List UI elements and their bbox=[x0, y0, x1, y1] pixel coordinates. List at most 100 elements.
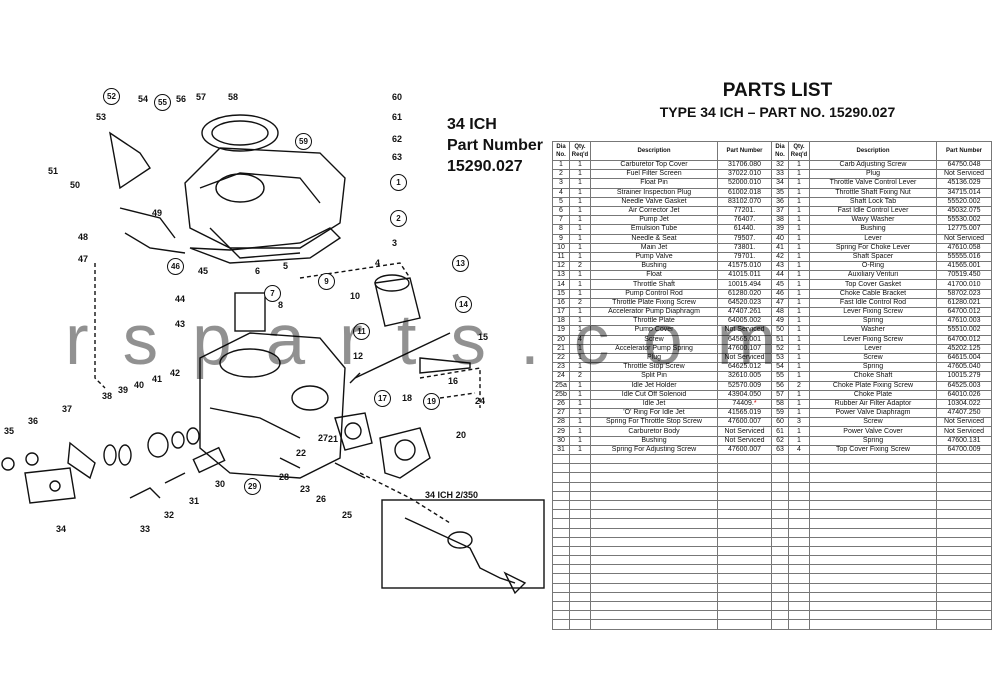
cell-part_number: 55520.002 bbox=[936, 196, 992, 207]
callout-47: 47 bbox=[78, 254, 89, 264]
header-qty: Qty. Req'd bbox=[788, 141, 810, 161]
callout-16: 16 bbox=[448, 376, 459, 386]
cell-qty: 1 bbox=[569, 343, 591, 354]
cell-part_number: 79701. bbox=[717, 251, 772, 263]
blank-cell bbox=[552, 573, 570, 584]
cell-qty: 1 bbox=[569, 398, 591, 410]
callout-62: 62 bbox=[392, 134, 403, 144]
blank-cell bbox=[569, 591, 591, 603]
cell-dia: 52 bbox=[771, 343, 789, 354]
cell-description: Emulsion Tube bbox=[590, 224, 718, 235]
callout-19: 19 bbox=[423, 393, 440, 410]
cell-part_number: 61280.020 bbox=[717, 288, 772, 299]
blank-cell bbox=[569, 509, 591, 520]
blank-cell bbox=[788, 555, 810, 566]
cell-qty: 1 bbox=[788, 343, 810, 354]
cell-qty: 1 bbox=[788, 288, 810, 299]
blank-cell bbox=[552, 463, 570, 474]
cell-description: Main Jet bbox=[590, 242, 718, 253]
blank-cell bbox=[788, 481, 810, 492]
cell-part_number: 41700.010 bbox=[936, 279, 992, 290]
blank-cell bbox=[552, 453, 570, 465]
cell-part_number: Not Serviced bbox=[717, 426, 772, 437]
cell-description: Bushing bbox=[590, 261, 718, 272]
callout-41: 41 bbox=[152, 374, 163, 384]
blank-cell bbox=[936, 555, 992, 566]
cell-dia: 59 bbox=[771, 408, 789, 419]
cell-part_number: 64525.003 bbox=[936, 380, 992, 391]
cell-qty: 1 bbox=[788, 196, 810, 207]
cell-description: Throttle Shaft bbox=[590, 279, 718, 290]
callout-7: 7 bbox=[264, 285, 281, 302]
cell-qty: 1 bbox=[569, 306, 591, 318]
cell-dia: 63 bbox=[771, 444, 789, 456]
blank-cell bbox=[936, 453, 992, 465]
callout-18: 18 bbox=[402, 393, 413, 403]
cell-dia: 51 bbox=[771, 334, 789, 345]
cell-qty: 2 bbox=[569, 297, 591, 309]
cell-description: Screw bbox=[809, 352, 937, 364]
blank-cell bbox=[809, 582, 937, 593]
blank-cell bbox=[788, 619, 810, 630]
cell-part_number: 32610.005 bbox=[717, 371, 772, 382]
blank-cell bbox=[809, 545, 937, 557]
cell-qty: 1 bbox=[569, 196, 591, 207]
cell-dia: 19 bbox=[552, 325, 570, 336]
cell-qty: 1 bbox=[569, 380, 591, 391]
blank-cell bbox=[717, 472, 772, 483]
cell-dia: 31 bbox=[552, 444, 570, 456]
cell-description: Shaft Lock Tab bbox=[809, 196, 937, 207]
cell-description: Spring For Choke Lever bbox=[809, 242, 937, 253]
blank-row bbox=[552, 582, 992, 593]
blank-cell bbox=[809, 555, 937, 566]
parts-table: Dia No. Qty. Req'd Description Part Numb… bbox=[552, 141, 992, 630]
blank-cell bbox=[771, 490, 789, 501]
blank-row bbox=[552, 481, 992, 492]
blank-cell bbox=[552, 518, 570, 529]
blank-cell bbox=[788, 527, 810, 538]
blank-cell bbox=[590, 509, 718, 520]
cell-dia: 61 bbox=[771, 426, 789, 437]
cell-part_number: Not Serviced bbox=[717, 325, 772, 336]
blank-cell bbox=[809, 536, 937, 547]
cell-description: Carburetor Body bbox=[590, 426, 718, 437]
cell-part_number: Not Serviced bbox=[936, 426, 992, 437]
cell-description: Lever Fixing Screw bbox=[809, 306, 937, 318]
callout-11: 11 bbox=[353, 323, 370, 340]
blank-cell bbox=[590, 536, 718, 547]
cell-part_number: 73801. bbox=[717, 242, 772, 253]
cell-part_number: 47610.058 bbox=[936, 242, 992, 253]
blank-cell bbox=[936, 591, 992, 603]
blank-cell bbox=[717, 619, 772, 630]
blank-cell bbox=[569, 472, 591, 483]
carburetor-heading: 34 ICH Part Number 15290.027 bbox=[447, 114, 543, 177]
cell-description: Throttle Shaft Fixing Nut bbox=[809, 187, 937, 198]
blank-cell bbox=[717, 499, 772, 511]
callout-32: 32 bbox=[164, 510, 175, 520]
blank-cell bbox=[809, 527, 937, 538]
cell-qty: 1 bbox=[788, 251, 810, 263]
cell-dia: 4 bbox=[552, 187, 570, 198]
callout-34: 34 bbox=[56, 524, 67, 534]
callout-40: 40 bbox=[134, 380, 145, 390]
cell-description: Pump Cover bbox=[590, 325, 718, 336]
cell-qty: 1 bbox=[569, 316, 591, 327]
asterisk-mark: * bbox=[753, 399, 757, 407]
cell-description: Lever Fixing Screw bbox=[809, 334, 937, 345]
cell-part_number: 47610.003 bbox=[936, 316, 992, 327]
callout-2: 2 bbox=[390, 210, 407, 227]
exploded-carburetor-diagram: 52 55 56 57 58 59 1 2 3 4 9 10 11 12 13 … bbox=[0, 78, 555, 638]
blank-cell bbox=[771, 600, 789, 612]
cell-qty: 1 bbox=[569, 169, 591, 180]
callout-22: 22 bbox=[296, 448, 307, 458]
cell-qty: 1 bbox=[569, 242, 591, 253]
cell-part_number: 77201. bbox=[717, 205, 772, 217]
